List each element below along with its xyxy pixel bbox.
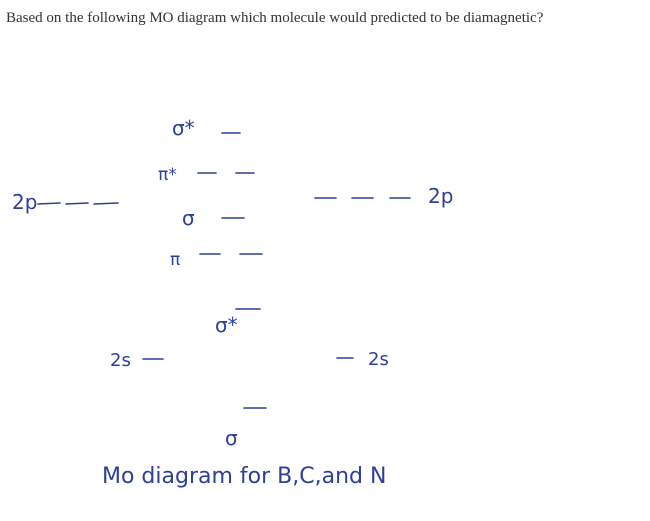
- mo-diagram: 2p 2p σ* π* σ π σ* 2s 2s σ: [0, 80, 650, 521]
- sigma-star-2s-label: σ*: [215, 313, 238, 337]
- left-2p-label: 2p: [12, 190, 37, 214]
- right-2p-label: 2p: [428, 184, 453, 208]
- mo-diagram-canvas: 2p 2p σ* π* σ π σ* 2s 2s σ: [12, 116, 453, 489]
- pi-2p-label: π: [170, 250, 180, 270]
- sigma-star-2p-label: σ*: [172, 116, 195, 140]
- pi-star-2p-label: π*: [158, 165, 177, 185]
- right-2s-label: 2s: [368, 349, 389, 370]
- left-2p-orbital-1: [37, 202, 61, 205]
- sigma-2p-label: σ: [182, 206, 195, 230]
- left-2s-label: 2s: [110, 350, 131, 371]
- question-text: Based on the following MO diagram which …: [6, 10, 544, 26]
- left-2p-orbital-2: [65, 202, 89, 205]
- sigma-2s-label: σ: [225, 426, 238, 450]
- left-2p-orbital-3: [93, 202, 119, 205]
- diagram-caption: Mo diagram for B,C,and N: [102, 464, 386, 489]
